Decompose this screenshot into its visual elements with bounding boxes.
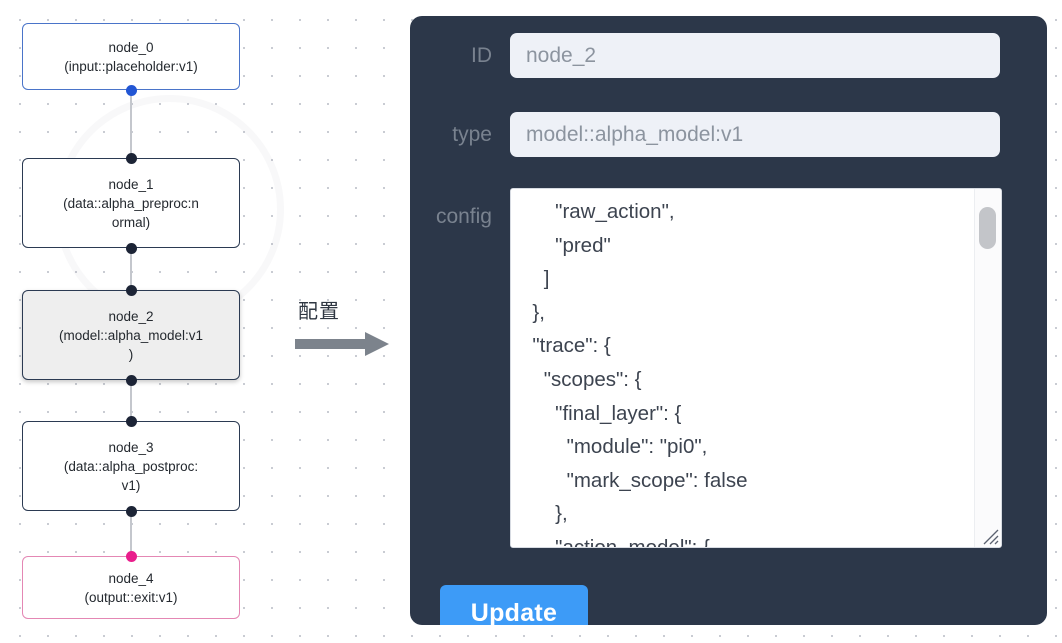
node-id-label: node_2: [108, 308, 154, 324]
edge-node0-node1: [130, 90, 132, 160]
node-type-label: (data::alpha_postproc:: [63, 458, 199, 474]
node-type-label-cont: v1): [121, 477, 141, 493]
node-type-label-cont: ): [128, 346, 134, 362]
node-id-label: node_4: [108, 570, 154, 586]
id-label: ID: [471, 43, 492, 67]
graph-node-node_1[interactable]: node_1 (data::alpha_preproc:n ormal): [22, 158, 240, 248]
config-scrollbar-thumb[interactable]: [979, 207, 996, 249]
config-editor[interactable]: "raw_action", "pred" ] }, "trace": { "sc…: [510, 188, 1002, 548]
node-id-label: node_0: [108, 39, 154, 55]
config-row: config "raw_action", "pred" ] }, "trace"…: [410, 188, 1002, 548]
type-label: type: [452, 122, 492, 146]
node-handle-source-node_3[interactable]: [125, 505, 137, 517]
arrow-label: 配置: [298, 299, 340, 323]
node-handle-source-node_0[interactable]: [125, 84, 137, 96]
node-type-label: (model::alpha_model:v1: [58, 327, 204, 343]
node-id-label: node_1: [108, 176, 154, 192]
edge-node1-node2: [130, 248, 132, 292]
node-type-label: (input::placeholder:v1): [64, 58, 198, 74]
update-button[interactable]: Update: [440, 585, 588, 625]
node-type-label: (output::exit:v1): [84, 589, 178, 605]
config-label: config: [435, 205, 492, 228]
right-arrow-icon: [295, 332, 389, 356]
graph-node-node_0[interactable]: node_0 (input::placeholder:v1): [22, 23, 240, 90]
edge-node3-node4: [130, 511, 132, 557]
annotation-arrow-group: 配置: [295, 295, 395, 365]
node-type-label-cont: ormal): [111, 214, 151, 230]
config-scrollbar-track[interactable]: [974, 189, 1001, 547]
node-handle-source-node_2[interactable]: [125, 374, 137, 386]
config-textarea[interactable]: "raw_action", "pred" ] }, "trace": { "sc…: [511, 189, 963, 547]
type-input[interactable]: [510, 112, 1000, 157]
id-input[interactable]: [510, 33, 1000, 78]
resize-grip-icon[interactable]: [978, 524, 1000, 546]
node-handle-source-node_1[interactable]: [125, 242, 137, 254]
node-type-label: (data::alpha_preproc:n: [63, 195, 199, 211]
node-handle-target-node_3[interactable]: [125, 415, 137, 427]
graph-node-node_2[interactable]: node_2 (model::alpha_model:v1 ): [22, 290, 240, 380]
edge-node2-node3: [130, 380, 132, 423]
node-graph: node_0 (input::placeholder:v1) node_1 (d…: [0, 0, 400, 643]
graph-node-node_3[interactable]: node_3 (data::alpha_postproc: v1): [22, 421, 240, 511]
node-id-label: node_3: [108, 439, 154, 455]
node-handle-target-node_2[interactable]: [125, 284, 137, 296]
type-row: type: [410, 112, 1000, 157]
graph-node-node_4[interactable]: node_4 (output::exit:v1): [22, 556, 240, 619]
id-row: ID: [410, 33, 1000, 78]
node-handle-target-node_4[interactable]: [125, 550, 137, 562]
node-handle-target-node_1[interactable]: [125, 152, 137, 164]
node-inspector-panel: ID type config "raw_action", "pred" ] },…: [410, 16, 1047, 625]
